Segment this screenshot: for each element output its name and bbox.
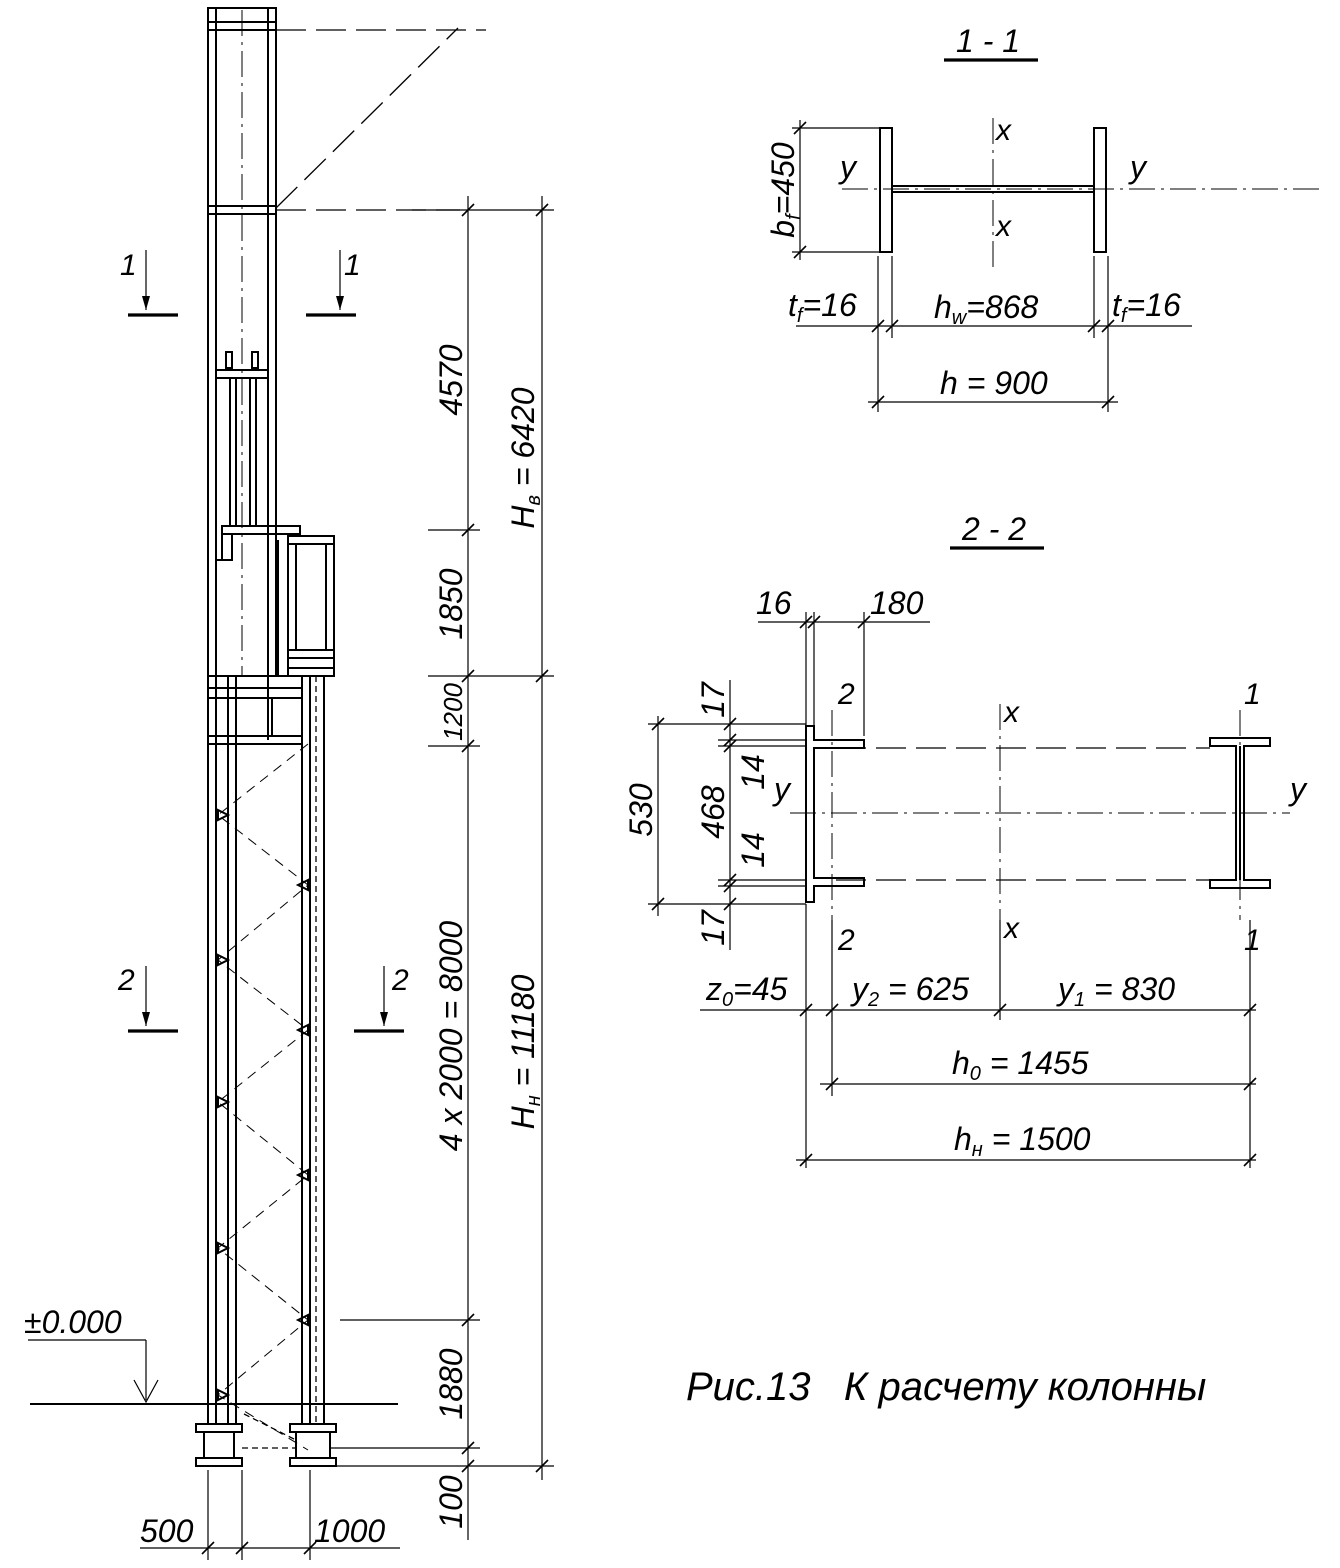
s22-dim-16: 16 [756,585,792,621]
section-2-2-title: 2 - 2 [961,511,1026,547]
branch-2-channel [805,725,865,903]
level-mark-text: ±0.000 [24,1304,122,1340]
s22-axis-x-bottom: x [1002,912,1020,945]
s22-dim-14-bottom: 14 [735,832,771,868]
s22-dim-180: 180 [870,585,924,621]
crane-beam [287,535,335,677]
s11-axis-x-top: x [994,114,1012,147]
column-elevation [30,7,486,1467]
section-1-1-title: 1 - 1 [956,23,1020,59]
s22-dim-468: 468 [695,785,731,839]
cut2-left-label: 2 [117,964,135,997]
s22-axis-x-top: x [1002,696,1020,729]
s22-axis-y-right: y [1288,771,1308,807]
s22-axis-y-left: y [772,771,792,807]
section-2-2 [648,546,1290,1168]
s22-branch2-top: 2 [837,678,855,711]
dim-100: 100 [433,1475,469,1529]
s11-bf: bf=450 [765,142,805,238]
s11-h: h = 900 [940,365,1048,401]
vertical-dimension-lines [330,196,554,1540]
flange-left [879,127,893,253]
section-cut-marks [128,250,404,1033]
s11-axis-y-right: y [1128,149,1148,185]
dim-1200: 1200 [438,683,468,741]
dim-500: 500 [140,1513,194,1549]
dim-Hn: Hн = 11180 [505,974,545,1129]
s22-branch1-bottom: 1 [1244,924,1261,957]
s11-hw: hw=868 [934,289,1039,329]
s22-dim-17-top: 17 [695,681,731,718]
s22-y2: y2 = 625 [850,971,969,1011]
section-1-1 [792,58,1320,412]
cut1-left-label: 1 [120,249,137,282]
s22-dim-14-top: 14 [735,754,771,790]
flange-right [1093,127,1107,253]
cut2-right-label: 2 [391,964,409,997]
dim-1000: 1000 [314,1513,385,1549]
dim-Hv: Hв = 6420 [505,387,545,528]
cut1-right-label: 1 [344,249,361,282]
dim-4x2000: 4 x 2000 = 8000 [433,921,469,1152]
level-mark-symbol [28,1339,159,1404]
bottom-dimension-lines [140,1470,400,1560]
s22-z0: z0=45 [705,971,788,1011]
branch-1-ibeam [1209,737,1271,889]
dim-1880: 1880 [433,1348,469,1419]
s11-axis-y-left: y [838,149,858,185]
s22-y1: y1 = 830 [1056,971,1175,1011]
dim-1850: 1850 [433,568,469,639]
dim-4570: 4570 [433,344,469,415]
s22-dim-17-bottom: 17 [695,909,731,946]
s22-branch1-top: 1 [1244,678,1261,711]
s22-hn: hн = 1500 [954,1121,1091,1161]
s22-branch2-bottom: 2 [837,924,855,957]
s11-tf-left: tf=16 [788,287,857,327]
s22-dim-530: 530 [623,783,659,837]
s22-h0: h0 = 1455 [952,1045,1089,1085]
figure-caption: Рис.13 К расчету колонны [686,1365,1206,1409]
s11-tf-right: tf=16 [1112,287,1181,327]
s11-axis-x-bottom: x [994,210,1012,243]
